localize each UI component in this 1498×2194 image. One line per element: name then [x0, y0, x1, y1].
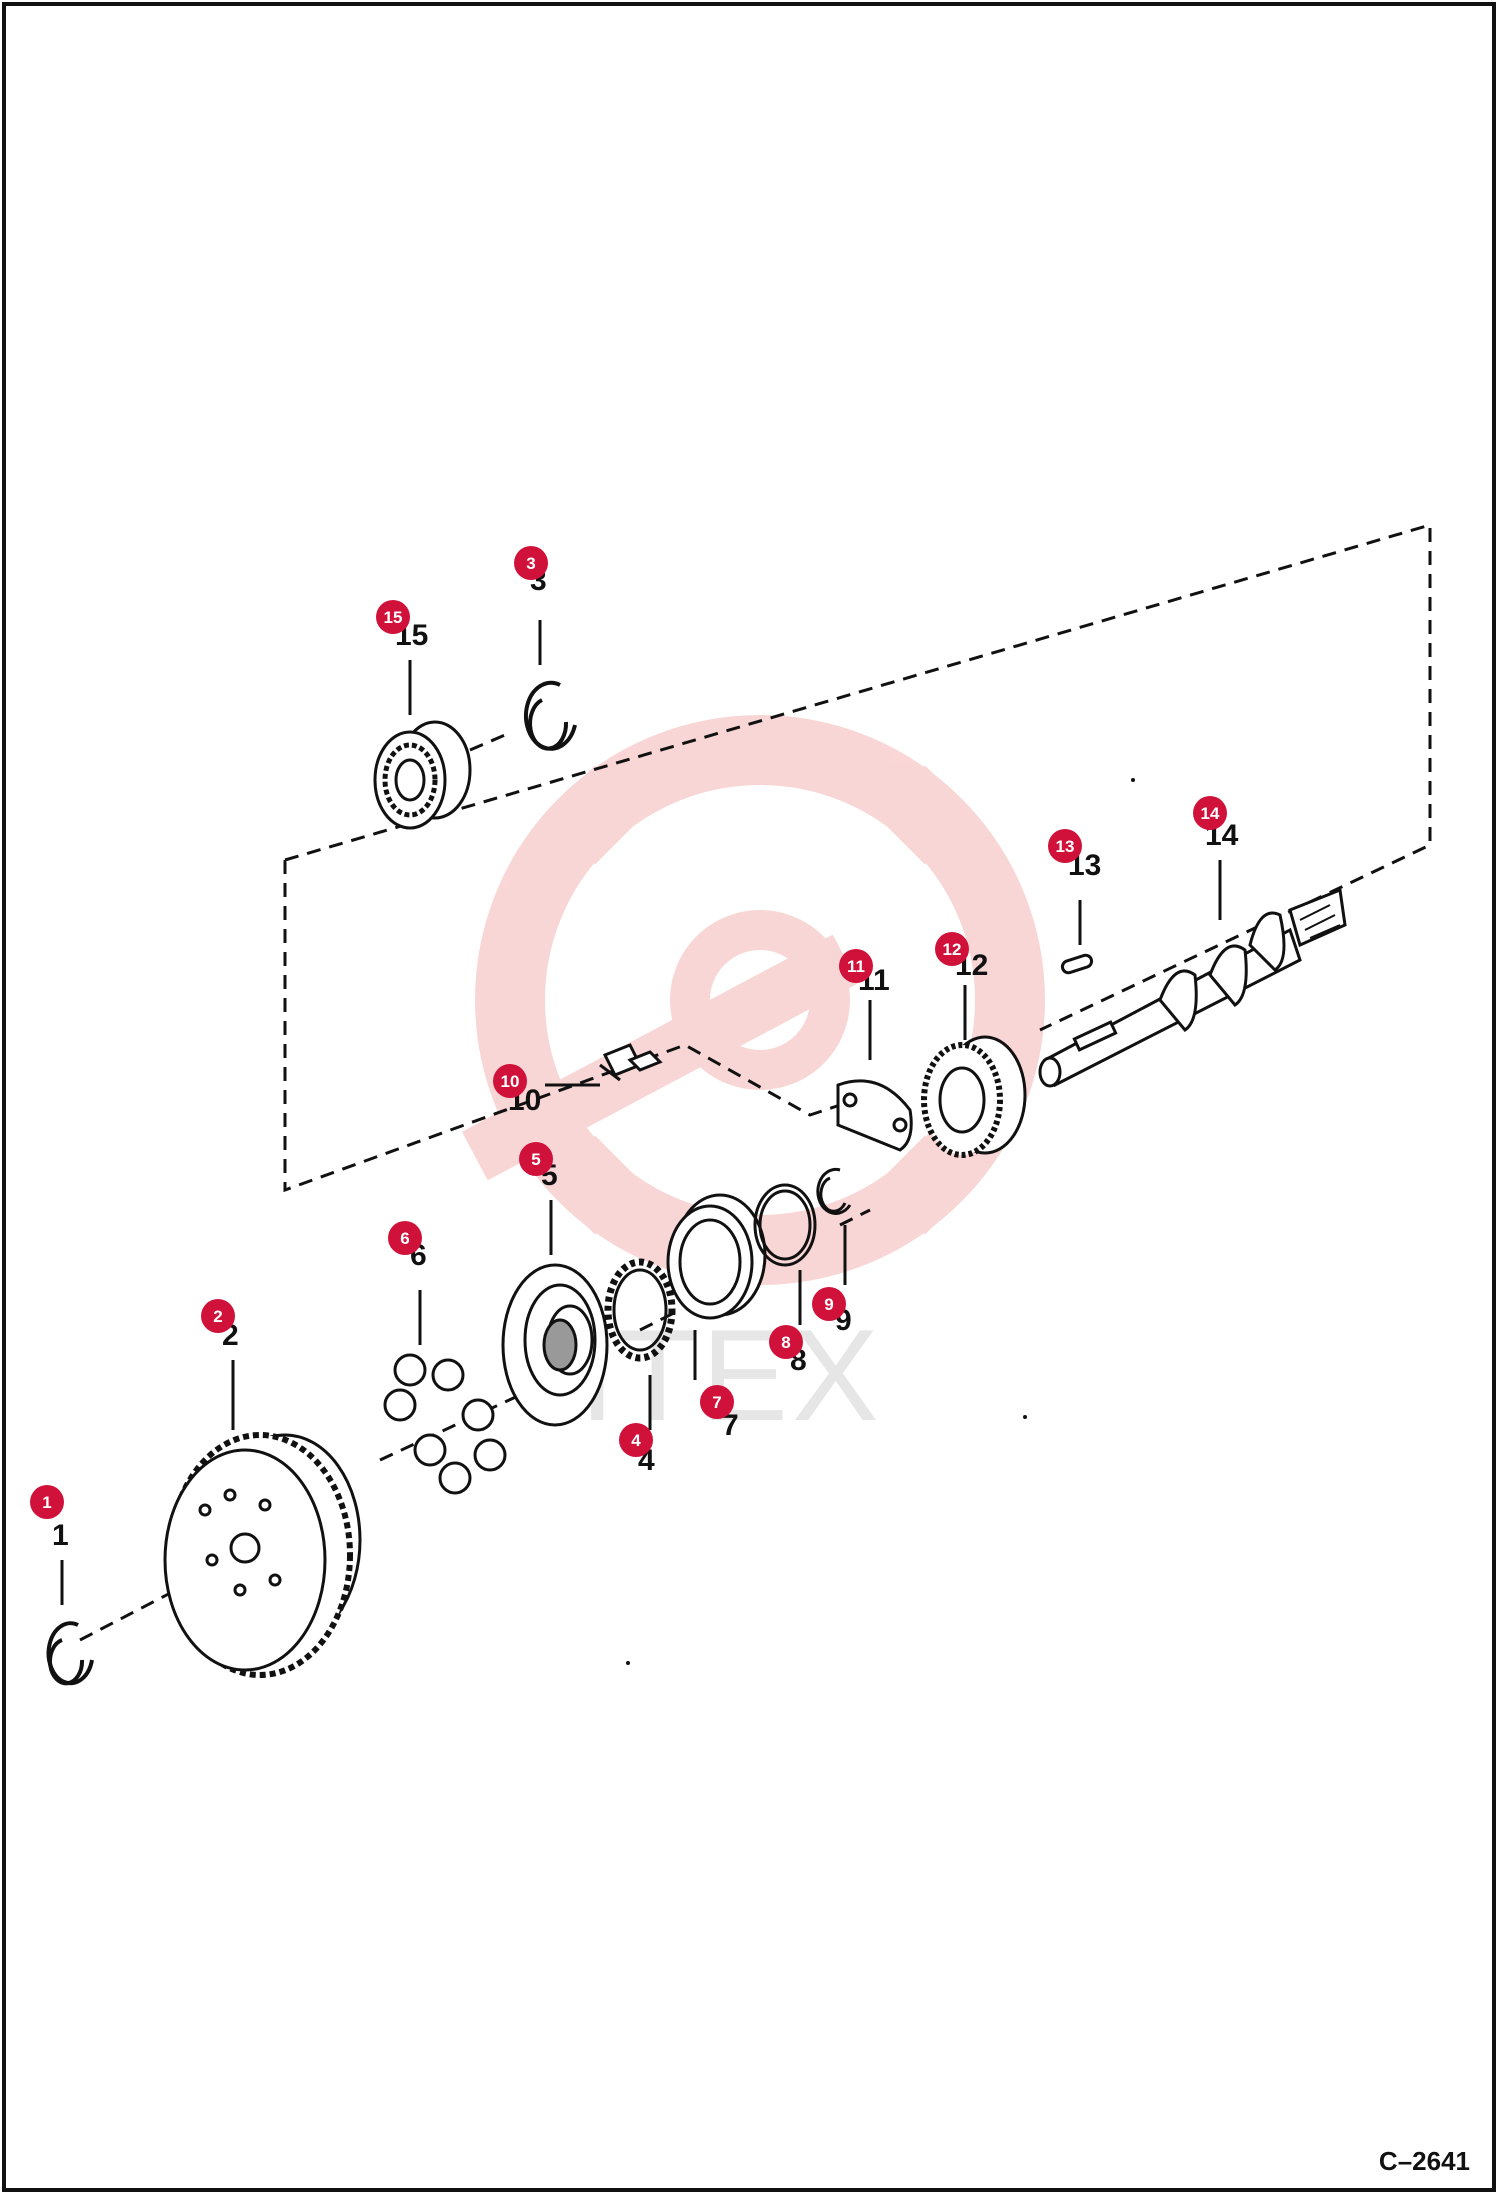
svg-text:6: 6 [400, 1229, 409, 1248]
stray-dot [626, 1661, 630, 1665]
callout-5[interactable]: 5 [519, 1142, 553, 1176]
balls-6 [383, 1353, 507, 1495]
svg-text:12: 12 [943, 940, 962, 959]
svg-text:11: 11 [847, 957, 865, 976]
gear-2 [163, 1432, 362, 1678]
bolt-10 [599, 1043, 663, 1082]
callout-15[interactable]: 15 [376, 600, 410, 634]
snap-ring-9 [816, 1167, 852, 1215]
part-label-7: 7 [722, 1409, 739, 1442]
bearing-12 [921, 1035, 1027, 1158]
snap-ring-3 [524, 680, 577, 751]
ring-7 [666, 1193, 767, 1320]
lock-plate-11 [836, 1079, 913, 1152]
svg-text:4: 4 [631, 1431, 641, 1450]
callout-13[interactable]: 13 [1048, 829, 1082, 863]
svg-text:1: 1 [42, 1493, 51, 1512]
bearing-15 [373, 720, 472, 830]
svg-text:2: 2 [213, 1307, 222, 1326]
svg-text:8: 8 [781, 1333, 790, 1352]
snap-ring-1 [46, 1621, 94, 1686]
svg-text:14: 14 [1201, 804, 1220, 823]
svg-text:13: 13 [1056, 837, 1075, 856]
stray-dot [1023, 1415, 1027, 1419]
flange-5 [501, 1263, 609, 1427]
callout-2[interactable]: 2 [201, 1299, 235, 1333]
svg-text:15: 15 [384, 608, 403, 627]
stray-dot [1131, 778, 1135, 782]
callout-8[interactable]: 8 [769, 1325, 803, 1359]
callout-9[interactable]: 9 [812, 1287, 846, 1321]
callout-6[interactable]: 6 [388, 1221, 422, 1255]
ring-8 [753, 1183, 817, 1267]
assembly-dashed-outline [283, 522, 1432, 1193]
diagram-code: C–2641 [1379, 2146, 1470, 2176]
key-13 [1060, 953, 1094, 975]
callout-badges: 1 2 3 4 5 6 7 8 9 10 11 12 13 14 15 [30, 546, 1227, 1519]
ball-ring-4 [604, 1258, 676, 1362]
svg-text:5: 5 [531, 1150, 540, 1169]
shaft-14 [1038, 887, 1347, 1088]
part-label-1: 1 [52, 1519, 69, 1552]
callout-7[interactable]: 7 [700, 1385, 734, 1419]
callout-11[interactable]: 11 [839, 949, 873, 983]
svg-text:10: 10 [501, 1072, 520, 1091]
callout-1[interactable]: 1 [30, 1485, 64, 1519]
callout-14[interactable]: 14 [1193, 796, 1227, 830]
callout-12[interactable]: 12 [935, 932, 969, 966]
svg-text:9: 9 [824, 1295, 833, 1314]
callout-10[interactable]: 10 [493, 1064, 527, 1098]
callout-4[interactable]: 4 [619, 1423, 653, 1457]
callout-3[interactable]: 3 [514, 546, 548, 580]
svg-text:3: 3 [526, 554, 535, 573]
svg-text:7: 7 [712, 1393, 721, 1412]
watermark-gear-icon [461, 715, 1045, 1285]
